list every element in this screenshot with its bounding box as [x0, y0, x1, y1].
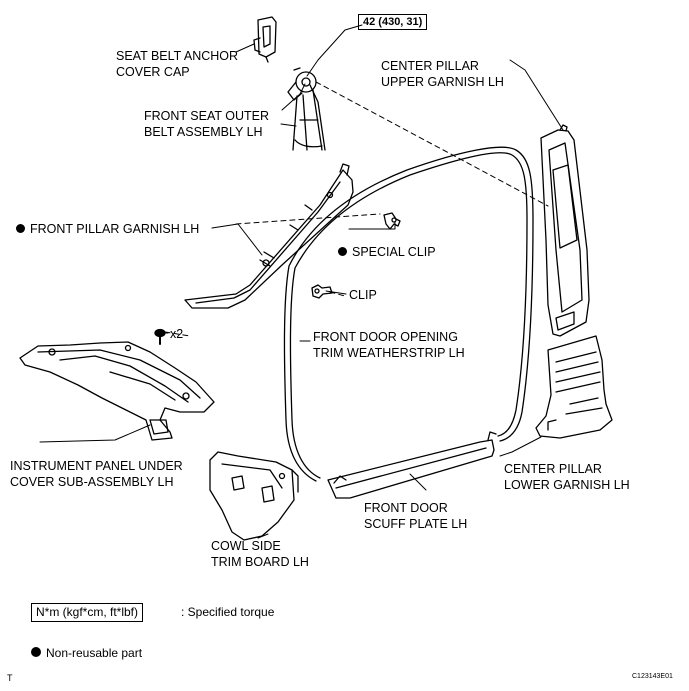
legend-torque-unit-box: N*m (kgf*cm, ft*lbf) — [31, 603, 144, 622]
label-line: INSTRUMENT PANEL UNDER — [10, 459, 183, 473]
label-front-seat-outer-belt: FRONT SEAT OUTER BELT ASSEMBLY LH — [144, 108, 269, 140]
non-reusable-bullet-icon — [16, 224, 25, 233]
label-center-pillar-upper-garnish: CENTER PILLAR UPPER GARNISH LH — [381, 58, 504, 90]
label-line: CENTER PILLAR — [504, 462, 602, 476]
label-line: BELT ASSEMBLY LH — [144, 125, 263, 139]
screw-part — [154, 328, 166, 345]
center-pillar-upper-garnish-part — [540, 124, 590, 337]
leader-lines — [39, 24, 564, 539]
non-reusable-bullet-icon — [338, 247, 347, 256]
footer-left-mark: T — [7, 673, 13, 683]
label-quantity-x2: x2 — [170, 327, 184, 341]
legend-torque-description: : Specified torque — [181, 605, 275, 619]
label-center-pillar-lower-garnish: CENTER PILLAR LOWER GARNISH LH — [504, 461, 630, 493]
label-line: FRONT SEAT OUTER — [144, 109, 270, 123]
label-text: FRONT PILLAR GARNISH LH — [30, 222, 200, 236]
torque-value-box: 42 (430, 31) — [358, 14, 428, 30]
label-cowl-side-trim-board: COWL SIDE TRIM BOARD LH — [211, 538, 309, 570]
label-front-door-scuff-plate: FRONT DOOR SCUFF PLATE LH — [364, 500, 467, 532]
legend-non-reusable: Non-reusable part — [31, 645, 142, 661]
alignment-dashed-lines — [164, 81, 549, 337]
label-line: CENTER PILLAR — [381, 59, 479, 73]
non-reusable-bullet-icon — [31, 647, 41, 657]
label-line: UPPER GARNISH LH — [381, 75, 504, 89]
front-seat-outer-belt-part — [287, 67, 326, 151]
label-line: FRONT DOOR — [364, 501, 448, 515]
label-front-pillar-garnish: FRONT PILLAR GARNISH LH — [16, 221, 199, 237]
label-line: SCUFF PLATE LH — [364, 517, 468, 531]
label-special-clip: SPECIAL CLIP — [338, 244, 436, 260]
label-clip: CLIP — [349, 288, 377, 302]
label-line: COVER CAP — [116, 65, 190, 79]
front-pillar-garnish-part — [184, 163, 354, 309]
label-line: LOWER GARNISH LH — [504, 478, 630, 492]
instrument-panel-under-cover-part — [19, 341, 215, 441]
label-line: FRONT DOOR OPENING — [313, 330, 458, 344]
label-line: COWL SIDE — [211, 539, 281, 553]
seat-belt-anchor-cover-cap-part — [253, 16, 277, 63]
label-line: TRIM BOARD LH — [211, 555, 309, 569]
center-pillar-lower-garnish-part — [535, 335, 613, 439]
label-line: SEAT BELT ANCHOR — [116, 49, 239, 63]
figure-id: C123143E01 — [632, 673, 673, 680]
door-opening-weatherstrip-part — [283, 146, 534, 482]
special-clip-part — [383, 212, 401, 230]
legend-text: Non-reusable part — [46, 646, 143, 660]
label-instrument-panel-under-cover: INSTRUMENT PANEL UNDER COVER SUB-ASSEMBL… — [10, 458, 183, 490]
label-seat-belt-anchor-cover-cap: SEAT BELT ANCHOR COVER CAP — [116, 48, 238, 80]
front-door-scuff-plate-part — [327, 431, 497, 499]
cowl-side-trim-board-part — [209, 451, 299, 541]
label-line: TRIM WEATHERSTRIP LH — [313, 346, 465, 360]
label-text: SPECIAL CLIP — [352, 245, 436, 259]
label-door-opening-weatherstrip: FRONT DOOR OPENING TRIM WEATHERSTRIP LH — [313, 329, 465, 361]
label-line: COVER SUB-ASSEMBLY LH — [10, 475, 174, 489]
